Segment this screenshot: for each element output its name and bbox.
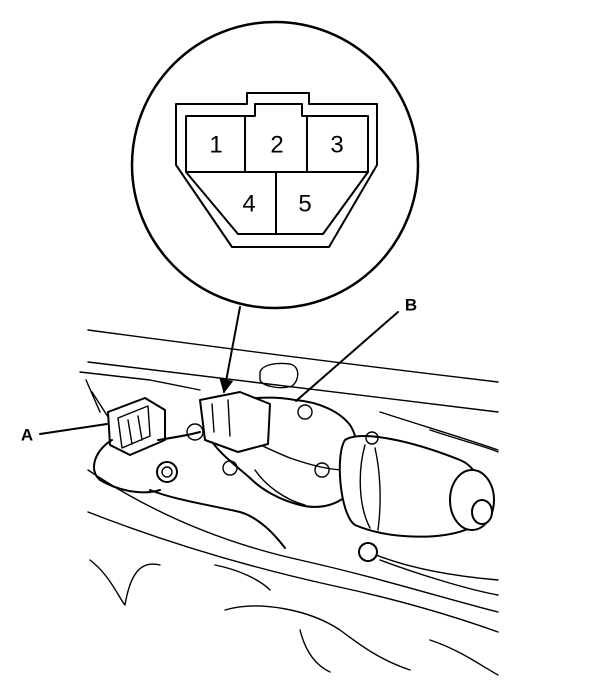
pin-4-label: 4 [242, 191, 255, 218]
pin-5-label: 5 [298, 191, 311, 218]
connector-housing-inner [185, 103, 369, 235]
callout-a-label: A [21, 426, 33, 445]
wiper-motor-assembly [156, 391, 495, 562]
pin-3-label: 3 [330, 132, 343, 159]
callout-b-label: B [405, 296, 417, 315]
callout-b-leader [295, 311, 399, 402]
callout-a-leader [39, 423, 108, 435]
pin-1-label: 1 [209, 132, 222, 159]
engine-bay-panels [79, 329, 499, 676]
connector-a-harness [93, 397, 286, 549]
pin-2-label: 2 [270, 132, 283, 159]
connector-detail-magnifier: 1 2 3 4 5 [130, 20, 420, 310]
